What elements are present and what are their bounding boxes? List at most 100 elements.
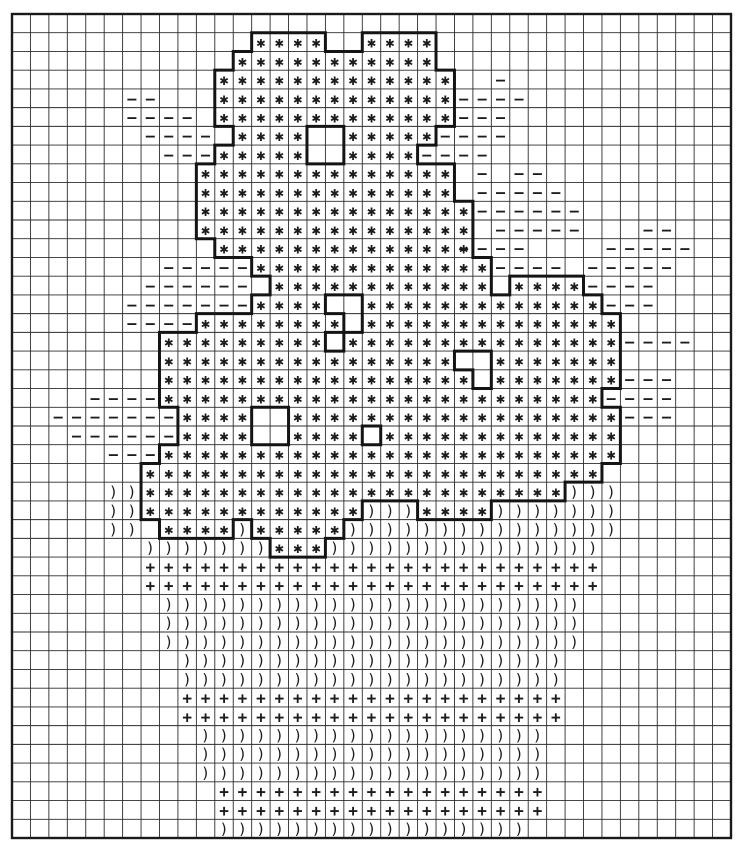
star-stitch: ✱ bbox=[256, 315, 265, 333]
star-stitch: ✱ bbox=[349, 127, 358, 145]
star-stitch: ✱ bbox=[441, 371, 450, 389]
star-stitch: ✱ bbox=[385, 315, 394, 333]
paren-stitch: ) bbox=[219, 727, 228, 745]
paren-stitch: ) bbox=[127, 502, 136, 520]
star-stitch: ✱ bbox=[607, 371, 616, 389]
dash-stitch: – bbox=[127, 296, 137, 314]
plus-stitch: + bbox=[201, 557, 211, 576]
plus-stitch: + bbox=[311, 576, 321, 595]
star-stitch: ✱ bbox=[404, 352, 413, 370]
star-stitch: ✱ bbox=[533, 333, 542, 351]
paren-stitch: ) bbox=[219, 614, 228, 632]
star-stitch: ✱ bbox=[238, 52, 247, 70]
star-stitch: ✱ bbox=[349, 240, 358, 258]
star-stitch: ✱ bbox=[496, 408, 505, 426]
star-stitch: ✱ bbox=[496, 296, 505, 314]
dash-stitch: – bbox=[478, 183, 488, 201]
star-stitch: ✱ bbox=[330, 165, 339, 183]
paren-stitch: ) bbox=[367, 764, 376, 782]
star-stitch: ✱ bbox=[478, 427, 487, 445]
paren-stitch: ) bbox=[551, 595, 560, 613]
paren-stitch: ) bbox=[478, 670, 487, 688]
paren-stitch: ) bbox=[551, 614, 560, 632]
star-stitch: ✱ bbox=[422, 183, 431, 201]
star-stitch: ✱ bbox=[533, 427, 542, 445]
star-stitch: ✱ bbox=[478, 464, 487, 482]
star-stitch: ✱ bbox=[219, 71, 228, 89]
star-stitch: ✱ bbox=[478, 502, 487, 520]
paren-stitch: ) bbox=[349, 670, 358, 688]
star-stitch: ✱ bbox=[349, 71, 358, 89]
plus-stitch: + bbox=[238, 557, 248, 576]
paren-stitch: ) bbox=[385, 633, 394, 651]
star-stitch: ✱ bbox=[588, 296, 597, 314]
plus-stitch: + bbox=[440, 689, 450, 708]
dash-stitch: – bbox=[459, 90, 469, 108]
plus-stitch: + bbox=[551, 557, 561, 576]
star-stitch: ✱ bbox=[330, 408, 339, 426]
star-stitch: ✱ bbox=[478, 333, 487, 351]
paren-stitch: ) bbox=[293, 652, 302, 670]
dash-stitch: – bbox=[551, 258, 561, 276]
star-stitch: ✱ bbox=[183, 333, 192, 351]
plus-stitch: + bbox=[311, 557, 321, 576]
star-stitch: ✱ bbox=[496, 389, 505, 407]
star-stitch: ✱ bbox=[385, 446, 394, 464]
star-stitch: ✱ bbox=[330, 277, 339, 295]
star-stitch: ✱ bbox=[275, 539, 284, 557]
paren-stitch: ) bbox=[533, 539, 542, 557]
star-stitch: ✱ bbox=[330, 352, 339, 370]
dash-stitch: – bbox=[644, 258, 654, 276]
star-stitch: ✱ bbox=[459, 483, 468, 501]
paren-stitch: ) bbox=[404, 502, 413, 520]
plus-stitch: + bbox=[367, 557, 377, 576]
star-stitch: ✱ bbox=[293, 258, 302, 276]
paren-stitch: ) bbox=[312, 745, 321, 763]
star-stitch: ✱ bbox=[293, 446, 302, 464]
star-stitch: ✱ bbox=[385, 90, 394, 108]
star-stitch: ✱ bbox=[404, 71, 413, 89]
star-stitch: ✱ bbox=[275, 71, 284, 89]
star-stitch: ✱ bbox=[349, 183, 358, 201]
plus-stitch: + bbox=[348, 801, 358, 820]
plus-stitch: + bbox=[514, 689, 524, 708]
plus-stitch: + bbox=[348, 576, 358, 595]
star-stitch: ✱ bbox=[607, 352, 616, 370]
paren-stitch: ) bbox=[570, 502, 579, 520]
star-stitch: ✱ bbox=[514, 483, 523, 501]
star-stitch: ✱ bbox=[183, 371, 192, 389]
paren-stitch: ) bbox=[349, 521, 358, 539]
plus-stitch: + bbox=[404, 801, 414, 820]
star-stitch: ✱ bbox=[385, 240, 394, 258]
star-stitch: ✱ bbox=[441, 109, 450, 127]
paren-stitch: ) bbox=[422, 820, 431, 838]
dash-stitch: – bbox=[183, 146, 193, 164]
star-stitch: ✱ bbox=[312, 52, 321, 70]
star-stitch: ✱ bbox=[312, 109, 321, 127]
paren-stitch: ) bbox=[164, 614, 173, 632]
star-stitch: ✱ bbox=[551, 352, 560, 370]
paren-stitch: ) bbox=[441, 764, 450, 782]
star-stitch: ✱ bbox=[256, 165, 265, 183]
paren-stitch: ) bbox=[496, 764, 505, 782]
paren-stitch: ) bbox=[312, 727, 321, 745]
star-stitch: ✱ bbox=[422, 408, 431, 426]
plus-stitch: + bbox=[311, 707, 321, 726]
star-stitch: ✱ bbox=[164, 521, 173, 539]
paren-stitch: ) bbox=[422, 614, 431, 632]
star-stitch: ✱ bbox=[441, 165, 450, 183]
paren-stitch: ) bbox=[201, 745, 210, 763]
star-stitch: ✱ bbox=[459, 333, 468, 351]
paren-stitch: ) bbox=[219, 539, 228, 557]
star-stitch: ✱ bbox=[349, 352, 358, 370]
dash-stitch: – bbox=[625, 333, 635, 351]
paren-stitch: ) bbox=[478, 614, 487, 632]
paren-stitch: ) bbox=[238, 670, 247, 688]
plus-stitch: + bbox=[385, 576, 395, 595]
star-stitch: ✱ bbox=[256, 352, 265, 370]
plus-stitch: + bbox=[385, 801, 395, 820]
paren-stitch: ) bbox=[385, 521, 394, 539]
star-stitch: ✱ bbox=[330, 315, 339, 333]
dash-stitch: – bbox=[496, 90, 506, 108]
star-stitch: ✱ bbox=[496, 333, 505, 351]
